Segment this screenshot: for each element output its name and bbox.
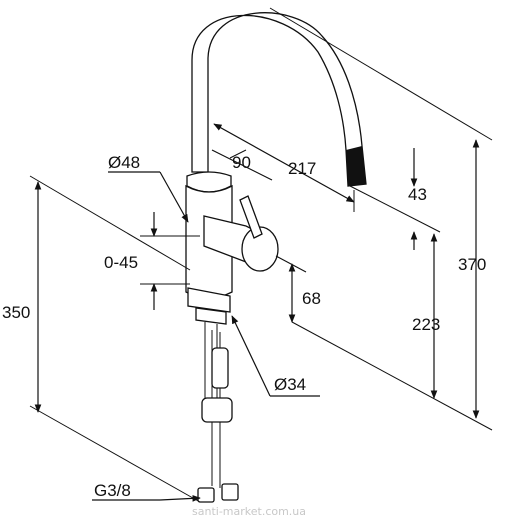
dim-height-370: 370: [458, 255, 486, 274]
watermark: santi-market.com.ua: [192, 505, 306, 518]
faucet-illustration: [185, 12, 367, 503]
dim-350: 350: [2, 303, 30, 322]
fitting-left: [197, 487, 215, 503]
hose-clamp: [201, 397, 233, 423]
fitting-right: [221, 483, 239, 501]
dim-diameter-48: Ø48: [108, 153, 140, 172]
faucet-base: [187, 287, 231, 313]
dim-thread-g38: G3/8: [94, 481, 131, 500]
dim-68: 68: [302, 289, 321, 308]
dim-reach-217: 217: [288, 159, 316, 178]
dimension-lines: [29, 7, 493, 503]
hose-sleeve: [211, 347, 229, 389]
dim-223: 223: [412, 315, 440, 334]
mount-nut: [195, 307, 227, 325]
dim-diameter-34: Ø34: [274, 375, 306, 394]
dimension-labels: Ø48 90 217 43 370 0-45 68 223 350 Ø34 G3…: [2, 153, 486, 500]
dim-swivel-0-45: 0-45: [104, 253, 138, 272]
dim-43: 43: [408, 185, 427, 204]
dim-angle-90: 90: [232, 153, 251, 172]
fitting-hex: [200, 499, 236, 503]
